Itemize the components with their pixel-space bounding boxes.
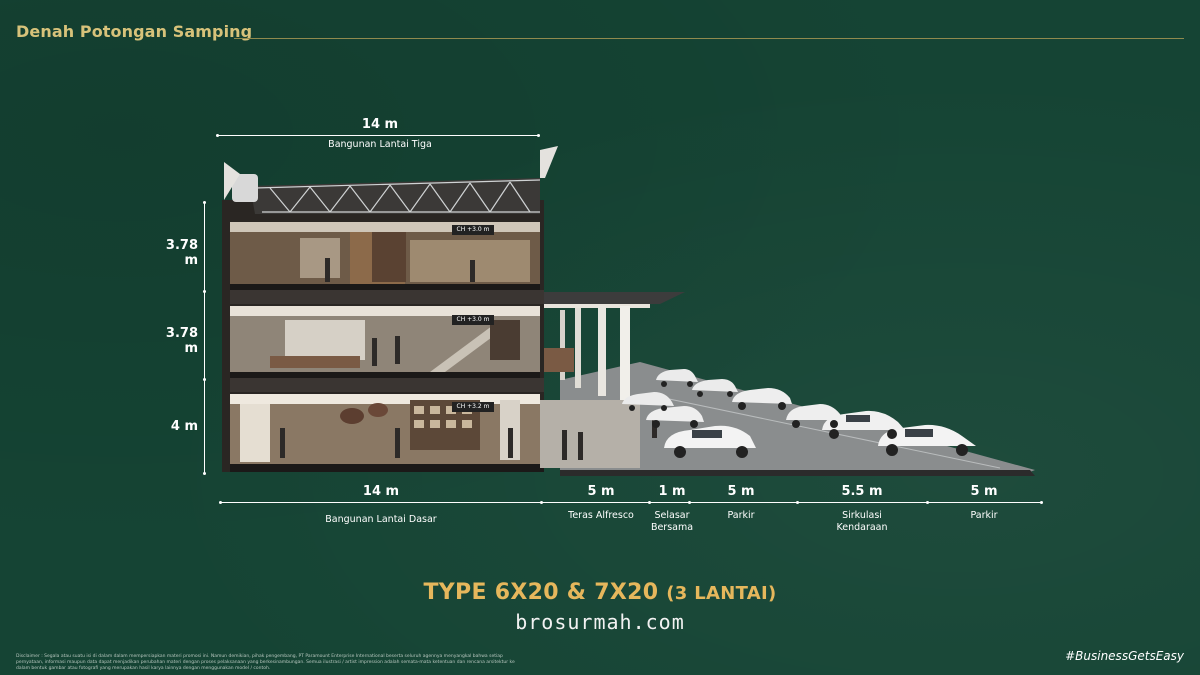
bottom-tick [648, 501, 651, 504]
height-dimension-line [204, 202, 205, 474]
floor-1-entry [240, 404, 270, 462]
bottom-tick [796, 501, 799, 504]
ceiling-tag-floor-2: CH +3.0 m [452, 315, 494, 325]
ceiling-tag-floor-1: CH +3.2 m [452, 402, 494, 412]
left-parapet [224, 162, 240, 200]
car [656, 369, 698, 387]
floor-1-beam [230, 378, 544, 392]
circulation-width: 5.5 m [841, 484, 883, 499]
road-marking [649, 394, 1001, 469]
roof-truss [250, 178, 540, 214]
hashtag: #BusinessGetsEasy [1065, 649, 1184, 663]
terrace-width: 5 m [587, 484, 615, 499]
water-tank [232, 174, 258, 202]
car [786, 404, 842, 428]
ground-slab [230, 464, 544, 472]
walkway-width: 1 m [658, 484, 686, 499]
top-dimension-tick-right [537, 134, 540, 137]
floor-height-2: 3.78 m [165, 326, 198, 356]
type-title: TYPE 6X20 & 7X20 (3 LANTAI) [0, 580, 1200, 605]
title-divider [234, 38, 1184, 39]
car [692, 379, 738, 397]
car [664, 425, 756, 458]
floor-height-1: 4 m [170, 419, 198, 434]
floor-height-3: 3.78 m [165, 238, 198, 268]
height-tick-2 [203, 290, 206, 293]
car [646, 406, 704, 428]
floor-3-slab [230, 284, 540, 290]
terrace-floor [540, 400, 640, 468]
parking-deck-edge [560, 470, 1035, 476]
floor-1-pendant [368, 403, 388, 417]
disclaimer-text: Disclaimer : Segala atau suatu isi di da… [16, 654, 515, 671]
canopy-column [620, 306, 630, 401]
floor-1-pendant [340, 408, 364, 424]
bottom-dimension-line [220, 502, 1042, 503]
car [622, 392, 674, 411]
bottom-tick [1040, 501, 1043, 504]
height-tick-3 [203, 378, 206, 381]
ground-building-width: 14 m [362, 484, 400, 499]
floor-2-counter [270, 356, 360, 368]
parking-1-label: Parkir [727, 510, 755, 521]
bottom-tick [540, 501, 543, 504]
circulation-label: Sirkulasi Kendaraan [836, 510, 888, 533]
bottom-tick [926, 501, 929, 504]
canopy-column [560, 310, 565, 380]
floor-1-ceiling [230, 394, 540, 404]
canopy-fascia [540, 304, 650, 308]
walkway-label: Selasar Bersama [650, 510, 694, 533]
type-title-main: TYPE 6X20 & 7X20 [423, 580, 659, 605]
floor-3-ceiling [230, 222, 540, 232]
floor-2-ceiling [230, 306, 540, 316]
bottom-tick [688, 501, 691, 504]
floor-2-panel [285, 320, 365, 360]
top-dimension-line [217, 135, 539, 136]
page-title: Denah Potongan Samping [16, 22, 253, 41]
terrace-upper-seating [544, 348, 574, 372]
floor-2-slab [230, 372, 540, 378]
height-tick-bottom [203, 472, 206, 475]
height-tick-top [203, 201, 206, 204]
parking-1-width: 5 m [727, 484, 755, 499]
ceiling-tag-floor-3: CH +3.0 m [452, 225, 494, 235]
terrace-label: Teras Alfresco [568, 510, 634, 521]
type-title-suffix: (3 LANTAI) [666, 583, 777, 604]
right-parapet [540, 146, 558, 178]
watermark: brosurmah.com [515, 610, 685, 634]
top-dimension-value: 14 m [361, 117, 399, 132]
floor-2-beam [230, 290, 544, 304]
bottom-tick [219, 501, 222, 504]
floor-2-screen [490, 320, 520, 360]
car [732, 388, 792, 410]
canopy-column [575, 308, 581, 388]
top-dimension-tick-left [216, 134, 219, 137]
parking-2-width: 5 m [970, 484, 998, 499]
floor-3-panel [300, 238, 340, 278]
parking-2-label: Parkir [970, 510, 998, 521]
parked-cars [622, 369, 976, 458]
floor-3-bookshelf [372, 232, 406, 282]
car [822, 410, 905, 439]
car [878, 424, 976, 456]
top-dimension-label: Bangunan Lantai Tiga [328, 139, 432, 150]
roof-truss-lines [254, 179, 541, 213]
canopy-roof [540, 292, 685, 304]
ground-building-label: Bangunan Lantai Dasar [325, 514, 437, 525]
canopy-column [598, 306, 606, 396]
